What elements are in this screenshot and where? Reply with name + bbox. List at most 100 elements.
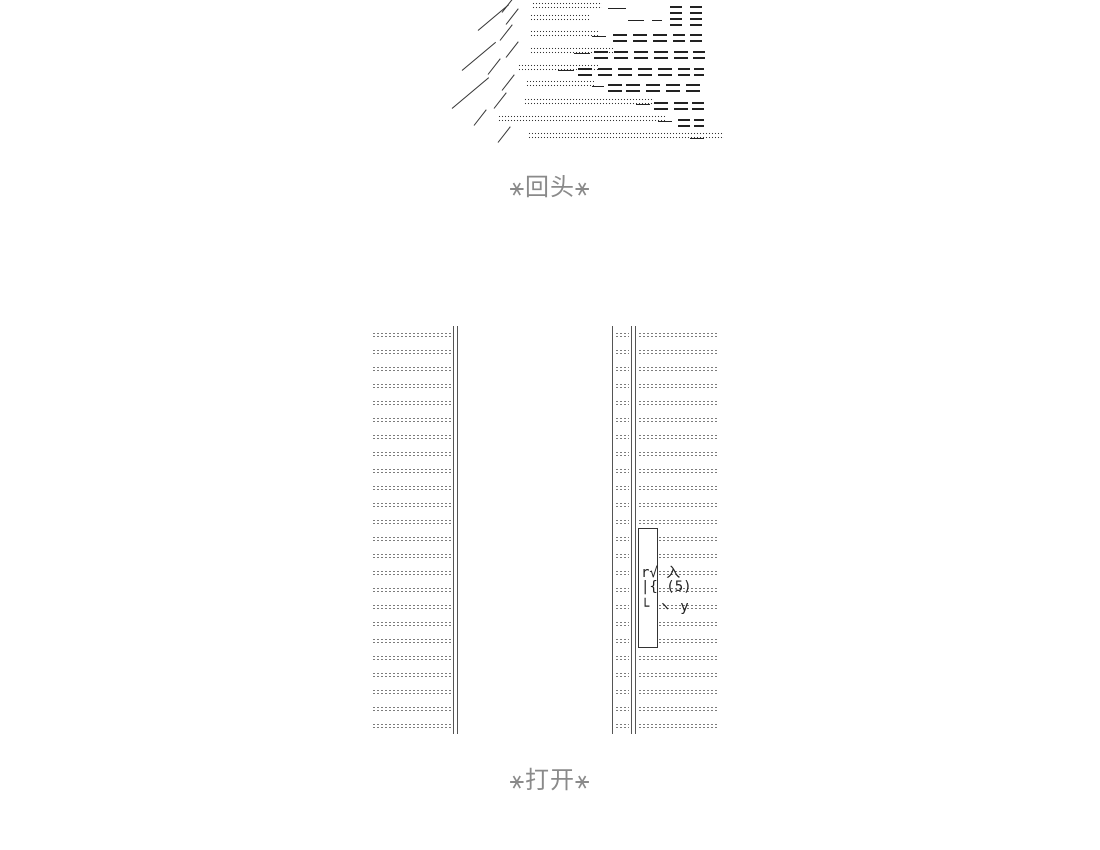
right-door-row <box>610 598 722 615</box>
stair-dots <box>530 51 614 54</box>
stair-dash <box>633 40 647 42</box>
door-dotted-line <box>638 621 718 627</box>
door-dotted-line <box>372 621 452 627</box>
stair-dots <box>532 2 602 5</box>
stair-slash <box>499 24 513 41</box>
door-dotted-line <box>372 502 452 508</box>
stair-dash <box>608 8 626 9</box>
right-door-row <box>610 564 722 581</box>
stair-dash <box>653 34 667 36</box>
stair-dash <box>638 74 652 76</box>
stair-dash <box>694 119 704 121</box>
door-dotted-line <box>615 638 629 644</box>
door-dotted-line <box>638 366 718 372</box>
stair-slash <box>473 109 487 126</box>
door-dotted-line <box>638 587 718 593</box>
stair-dash <box>618 74 632 76</box>
stair-dash <box>686 84 700 86</box>
left-door-row <box>370 717 460 734</box>
stair-dash <box>670 24 682 26</box>
left-door-row <box>370 513 460 530</box>
stair-dash <box>634 51 648 53</box>
door-dotted-line <box>615 587 629 593</box>
right-door-row <box>610 513 722 530</box>
stair-slash <box>487 58 501 75</box>
stair-slash <box>493 92 507 109</box>
door-dotted-line <box>638 655 718 661</box>
stair-dash <box>594 51 608 53</box>
stair-dash <box>692 108 704 110</box>
door-handle-line-2: |{ (5) <box>641 579 692 595</box>
door-handle-frame <box>638 528 658 648</box>
door-dotted-line <box>638 451 718 457</box>
stair-dash <box>633 34 647 36</box>
right-door-row <box>610 649 722 666</box>
door-dotted-line <box>615 723 629 729</box>
door-dotted-line <box>372 451 452 457</box>
door-dotted-line <box>615 417 629 423</box>
door-dotted-line <box>372 485 452 491</box>
door-handle-line-1: r√ 入 <box>641 565 681 581</box>
stair-dots <box>518 64 598 67</box>
left-door-row <box>370 394 460 411</box>
right-door-row <box>610 581 722 598</box>
right-door-row <box>610 479 722 496</box>
stair-dash <box>674 102 688 104</box>
right-door-row <box>610 683 722 700</box>
right-door-row <box>610 377 722 394</box>
stair-dash <box>678 119 690 121</box>
stair-dash <box>578 68 592 70</box>
door-dotted-line <box>372 723 452 729</box>
stair-dash <box>658 74 672 76</box>
stair-dash <box>628 20 644 21</box>
right-door-row <box>610 530 722 547</box>
stair-dash <box>693 57 705 59</box>
door-dotted-line <box>615 485 629 491</box>
caption-open: ⚹打开⚹ <box>509 766 591 794</box>
right-door-row <box>610 326 722 343</box>
right-door-row <box>610 496 722 513</box>
left-door-row <box>370 530 460 547</box>
stair-dash <box>690 6 702 8</box>
stair-dash <box>646 84 660 86</box>
stair-dash <box>598 74 612 76</box>
right-door-row <box>610 411 722 428</box>
stair-dash <box>594 57 608 59</box>
stair-dash <box>690 24 702 26</box>
door-dotted-line <box>638 536 718 542</box>
door-dotted-line <box>638 383 718 389</box>
stair-dots <box>530 30 600 33</box>
stair-dash <box>673 40 685 42</box>
door-frame-line <box>635 326 636 734</box>
door-dotted-line <box>638 485 718 491</box>
stair-slash <box>505 8 519 25</box>
stair-dash <box>652 20 662 21</box>
door-dotted-line <box>615 366 629 372</box>
stair-dash <box>592 36 606 37</box>
stair-slash <box>501 0 515 13</box>
stair-dots <box>528 136 724 139</box>
stair-dash <box>658 121 672 122</box>
left-door-row <box>370 360 460 377</box>
door-dotted-line <box>615 383 629 389</box>
door-dotted-line <box>638 349 718 355</box>
door-frame-line <box>612 326 613 734</box>
door-dotted-line <box>615 349 629 355</box>
door-dotted-line <box>372 417 452 423</box>
stair-dash <box>694 68 704 70</box>
door-dotted-line <box>638 723 718 729</box>
stair-dash <box>654 51 668 53</box>
door-dotted-line <box>615 451 629 457</box>
stair-dots <box>532 6 602 9</box>
door-dotted-line <box>615 519 629 525</box>
door-dotted-line <box>615 434 629 440</box>
stair-dash <box>694 125 704 127</box>
left-door-row <box>370 428 460 445</box>
stair-slash <box>501 74 515 91</box>
stair-dash <box>674 51 688 53</box>
stair-dash <box>608 90 622 92</box>
left-door-panel <box>370 326 460 734</box>
stair-dash <box>670 12 682 14</box>
stair-dash <box>674 108 688 110</box>
right-door-panel <box>610 326 722 734</box>
